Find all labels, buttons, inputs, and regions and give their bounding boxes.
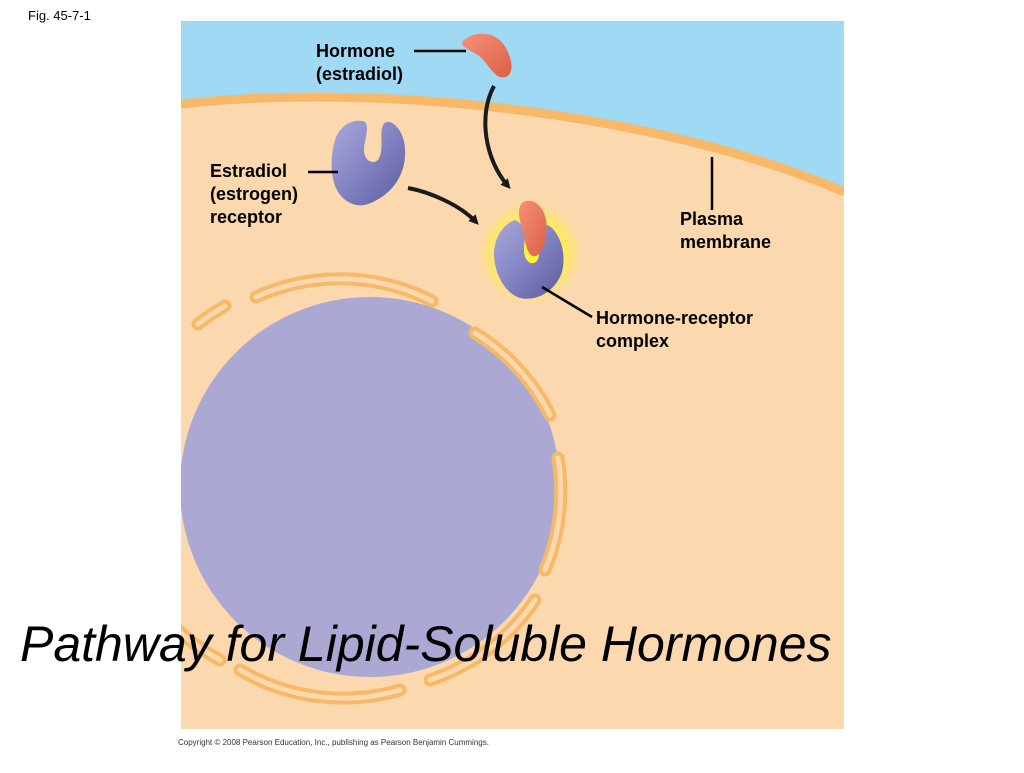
- receptor-label-line-2: (estrogen): [210, 184, 299, 204]
- hormone-molecule: [462, 33, 512, 78]
- hormone-label: Hormone (estradiol): [316, 40, 403, 86]
- hormone-label-line-2: (estradiol): [316, 64, 404, 84]
- membrane-label-line-1: Plasma: [680, 209, 744, 229]
- membrane-label-line-2: membrane: [680, 232, 772, 252]
- hormone-entry-arrow: [483, 85, 511, 189]
- complex-receptor: [494, 220, 564, 299]
- hormone-label-line-1: Hormone: [316, 41, 396, 61]
- figure-label: Fig. 45-7-1: [28, 8, 91, 23]
- nucleus: [181, 272, 568, 705]
- receptor-label: Estradiol (estrogen) receptor: [210, 160, 298, 229]
- receptor-label-line-3: receptor: [210, 207, 283, 227]
- membrane-label: Plasma membrane: [680, 208, 771, 254]
- complex-leader-line: [541, 285, 593, 319]
- hormone-receptor-complex: [478, 200, 582, 305]
- complex-label-line-2: complex: [596, 331, 670, 351]
- copyright-notice: Copyright © 2008 Pearson Education, Inc.…: [178, 738, 489, 747]
- complex-hormone: [518, 200, 547, 257]
- slide-title: Pathway for Lipid-Soluble Hormones: [20, 616, 832, 672]
- receptor-binding-arrow: [407, 186, 479, 225]
- plasma-membrane: [181, 92, 844, 197]
- complex-label: Hormone-receptor complex: [596, 307, 753, 353]
- estrogen-receptor: [331, 120, 406, 206]
- receptor-label-line-1: Estradiol: [210, 161, 288, 181]
- complex-label-line-1: Hormone-receptor: [596, 308, 754, 328]
